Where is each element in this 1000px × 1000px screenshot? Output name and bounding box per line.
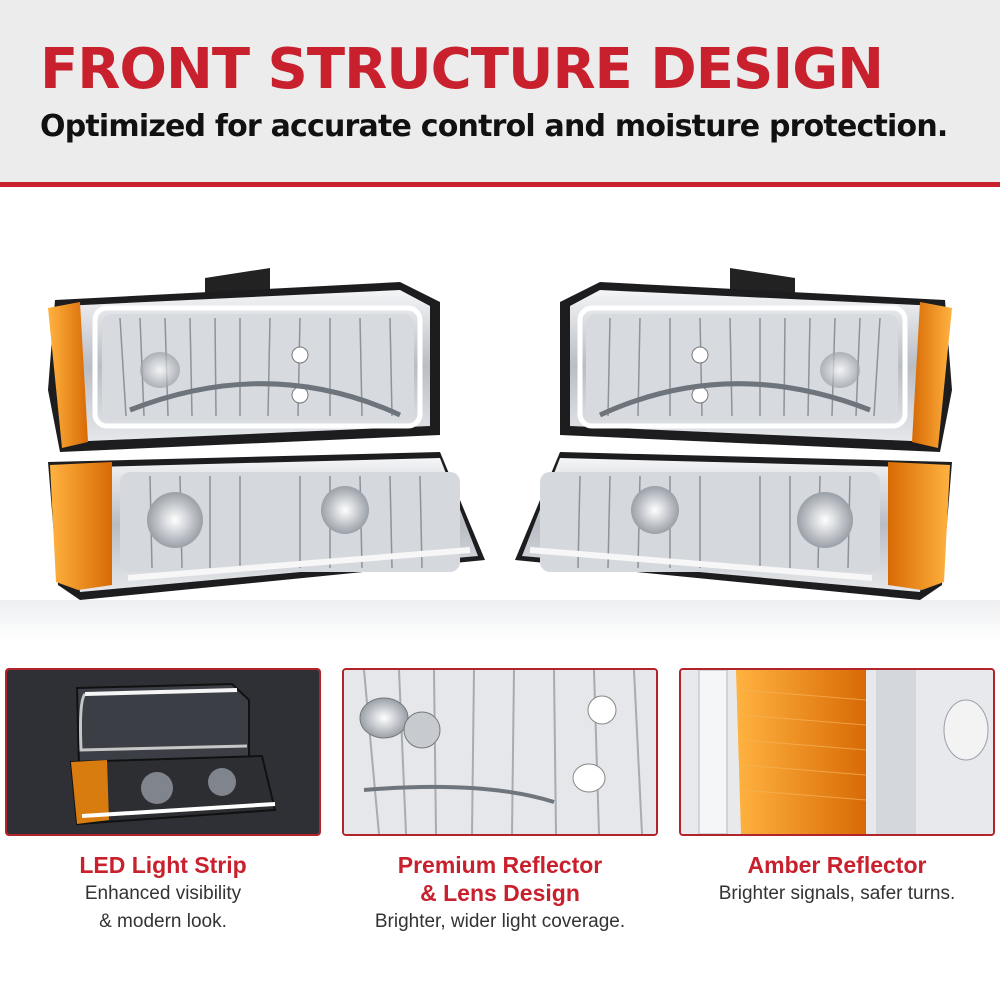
left-headlight bbox=[48, 268, 440, 452]
feature-image-amber-reflector bbox=[679, 668, 995, 836]
feature-desc-led-strip-line2: & modern look. bbox=[99, 911, 227, 932]
feature-desc-led-strip-line1: Enhanced visibility bbox=[84, 883, 242, 904]
feature-title-reflector-line1: Premium Reflector bbox=[397, 852, 603, 878]
feature-title-reflector-line2: & Lens Design bbox=[420, 880, 580, 906]
left-bumper-light bbox=[48, 452, 485, 600]
right-bumper-light bbox=[515, 452, 952, 600]
right-headlight bbox=[560, 268, 952, 452]
feature-title-led-strip: LED Light Strip bbox=[79, 852, 247, 878]
page-title: FRONT STRUCTURE DESIGN bbox=[40, 37, 884, 102]
header-banner bbox=[0, 0, 1000, 182]
header-divider bbox=[0, 182, 1000, 187]
feature-image-reflector bbox=[342, 668, 658, 836]
feature-desc-amber-reflector: Brighter signals, safer turns. bbox=[718, 883, 956, 904]
feature-desc-reflector: Brighter, wider light coverage. bbox=[374, 911, 626, 932]
page-subtitle: Optimized for accurate control and moist… bbox=[40, 109, 948, 144]
product-hero-image bbox=[0, 190, 1000, 640]
feature-image-led-strip bbox=[5, 668, 321, 836]
feature-title-amber-reflector: Amber Reflector bbox=[747, 852, 927, 878]
